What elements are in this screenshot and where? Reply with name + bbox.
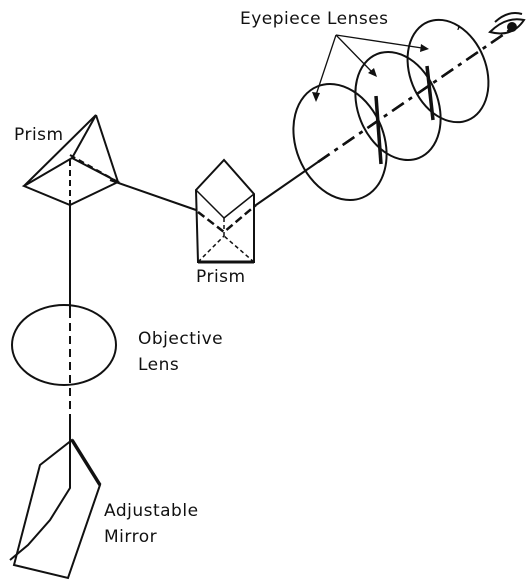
- eyepiece-lenses-label: Eyepiece Lenses: [240, 9, 389, 29]
- prism-to-prism-path: [109, 179, 197, 211]
- middle-prism: [194, 158, 257, 264]
- adjustable-mirror: [9, 438, 102, 580]
- comma-mark: ,: [456, 13, 462, 33]
- eyepiece-label-arrows: [312, 34, 429, 102]
- middle-prism-label: Prism: [196, 267, 246, 287]
- objective-lens-label-line2: Lens: [138, 355, 180, 375]
- top-prism-label: Prism: [14, 125, 64, 145]
- adjustable-mirror-label-line1: Adjustable: [104, 501, 199, 521]
- eyepiece-lens-1: [292, 82, 388, 202]
- eyepiece-lens-3: [406, 18, 490, 124]
- eyepiece-lenses: [292, 18, 511, 202]
- eyepiece-lens-2: [354, 50, 442, 162]
- adjustable-mirror-label-line2: Mirror: [104, 527, 158, 547]
- objective-lens-label-line1: Objective: [138, 329, 224, 349]
- objective-lens: [11, 304, 117, 386]
- eye-icon: [488, 12, 526, 35]
